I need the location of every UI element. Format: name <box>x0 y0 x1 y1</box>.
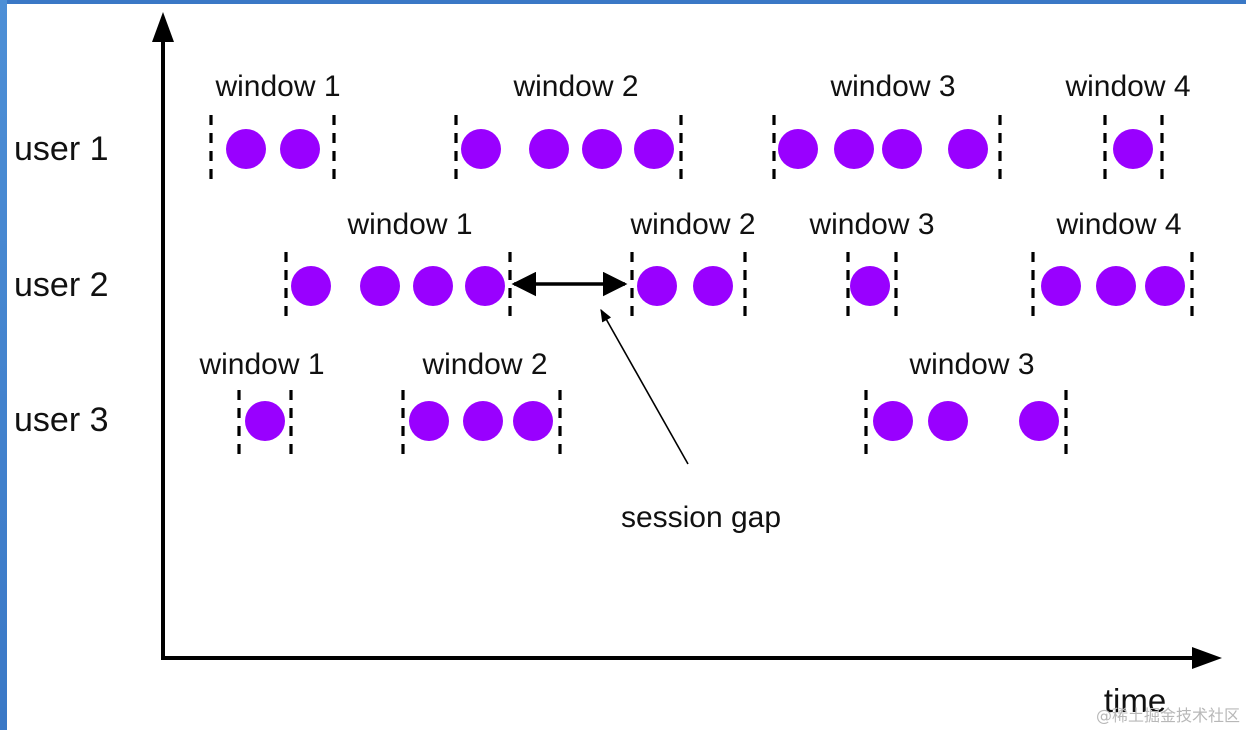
frame-top-border <box>0 0 1246 4</box>
event-dot <box>465 266 505 306</box>
user-label-3: user 3 <box>14 401 109 439</box>
event-dot <box>873 401 913 441</box>
event-dot <box>850 266 890 306</box>
event-dot <box>513 401 553 441</box>
watermark: @稀土掘金技术社区 <box>1095 706 1240 725</box>
event-dot <box>1145 266 1185 306</box>
user-2-window-1: window 1 <box>284 208 512 319</box>
x-axis-label: time <box>1104 682 1166 719</box>
session-gap-label: session gap <box>621 501 781 534</box>
event-dot <box>360 266 400 306</box>
frame-left-border <box>0 0 7 730</box>
x-axis-arrowhead <box>1192 647 1222 669</box>
event-dot <box>1041 266 1081 306</box>
event-dot <box>1096 266 1136 306</box>
event-dot <box>409 401 449 441</box>
axes: time <box>152 12 1222 719</box>
user-3-windows: window 1 window 2 window 3 <box>198 348 1068 459</box>
user-labels: user 1 user 2 user 3 <box>14 130 109 439</box>
event-dot <box>461 129 501 169</box>
event-dot <box>280 129 320 169</box>
window-label: window 3 <box>908 348 1034 381</box>
window-label: window 2 <box>512 70 638 103</box>
event-dot <box>582 129 622 169</box>
session-gap-annotation: session gap <box>511 271 781 534</box>
user-2-window-4: window 4 <box>1031 208 1194 319</box>
window-label: window 3 <box>808 208 934 241</box>
event-dot <box>634 129 674 169</box>
user-1-window-3: window 3 <box>772 70 1002 182</box>
window-label: window 2 <box>421 348 547 381</box>
window-label: window 2 <box>629 208 755 241</box>
window-label: window 1 <box>214 70 340 103</box>
user-3-window-1: window 1 <box>198 348 325 459</box>
window-label: window 4 <box>1064 70 1190 103</box>
event-dot <box>882 129 922 169</box>
user-2-window-3: window 3 <box>808 208 935 319</box>
user-1-window-1: window 1 <box>209 70 341 182</box>
user-label-2: user 2 <box>14 266 109 304</box>
user-3-window-3: window 3 <box>864 348 1068 459</box>
session-gap-pointer-arrow <box>600 308 689 465</box>
event-dot <box>834 129 874 169</box>
event-dot <box>693 266 733 306</box>
event-dot <box>1113 129 1153 169</box>
event-dot <box>463 401 503 441</box>
y-axis-arrowhead <box>152 12 174 42</box>
event-dot <box>948 129 988 169</box>
event-dot <box>778 129 818 169</box>
window-label: window 4 <box>1055 208 1181 241</box>
user-2-windows: window 1 window 2 window 3 window 4 <box>284 208 1194 319</box>
event-dot <box>413 266 453 306</box>
user-1-window-4: window 4 <box>1064 70 1191 182</box>
window-label: window 1 <box>198 348 324 381</box>
user-3-window-2: window 2 <box>401 348 562 459</box>
event-dot <box>928 401 968 441</box>
user-1-window-2: window 2 <box>454 70 683 182</box>
event-dot <box>637 266 677 306</box>
user-label-1: user 1 <box>14 130 109 168</box>
event-dot <box>226 129 266 169</box>
user-1-windows: window 1 window 2 window 3 window 4 <box>209 70 1191 182</box>
window-label: window 3 <box>829 70 955 103</box>
event-dot <box>245 401 285 441</box>
event-dot <box>1019 401 1059 441</box>
user-2-window-2: window 2 <box>629 208 756 319</box>
event-dot <box>529 129 569 169</box>
event-dot <box>291 266 331 306</box>
window-label: window 1 <box>346 208 472 241</box>
